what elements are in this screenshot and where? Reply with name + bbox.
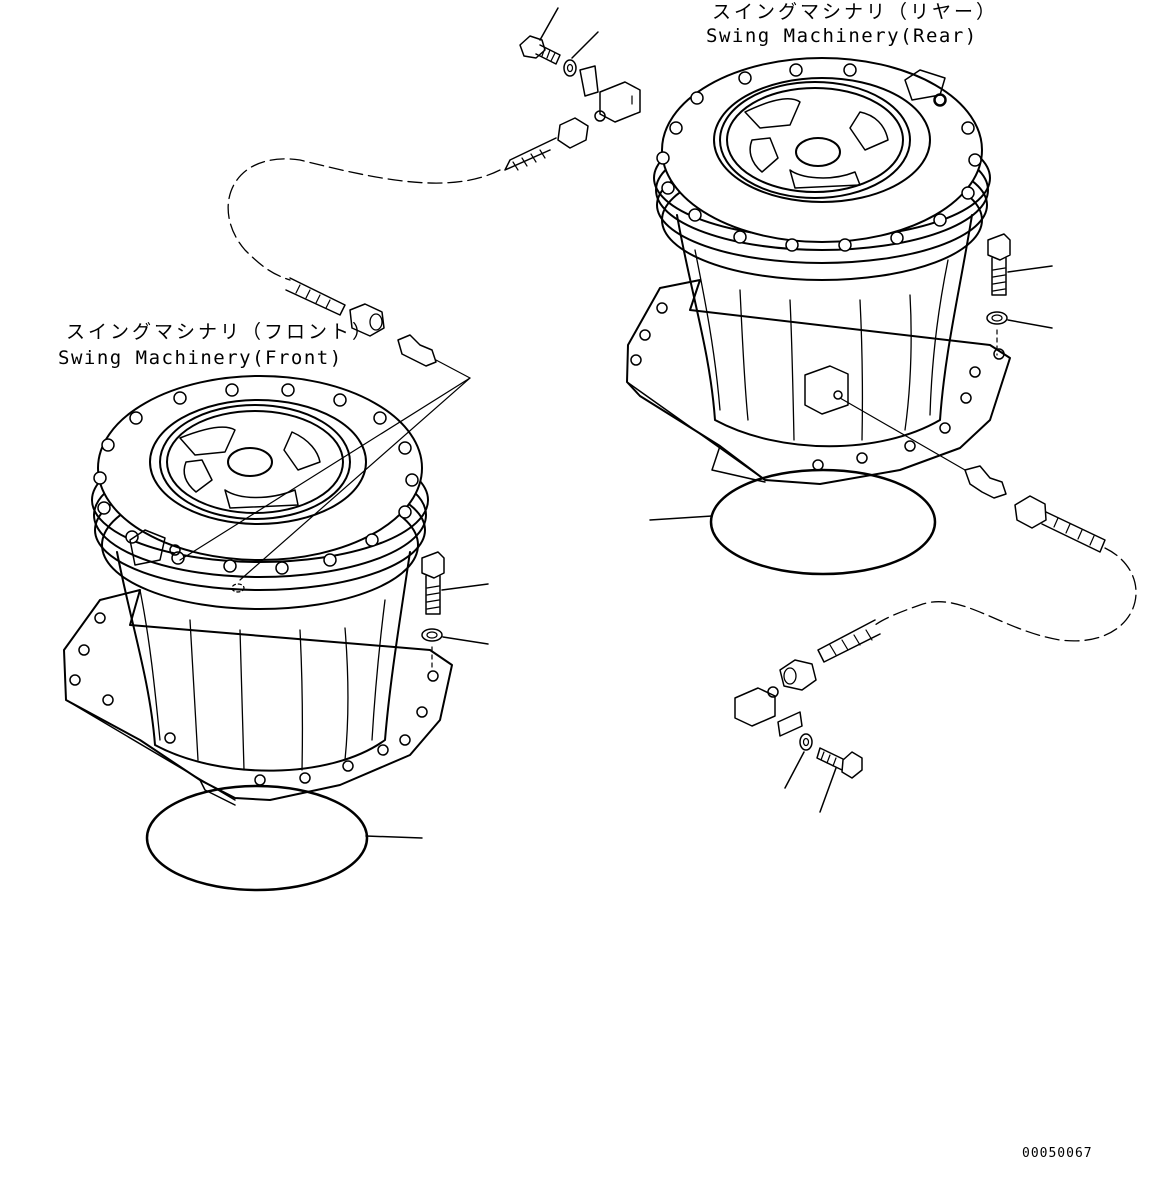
rear-top-cover [661, 57, 983, 243]
top-sensor-block [599, 81, 641, 123]
rear-base-flange [626, 279, 1011, 485]
front-body [116, 551, 411, 772]
bottom-connector [779, 659, 817, 691]
front-top-cover [97, 375, 423, 561]
bottom-sensor-block [734, 687, 776, 727]
rear-mount-bolt [986, 233, 1053, 356]
rear-sensor-block [804, 365, 849, 415]
front-label-en: Swing Machinery(Front) [58, 347, 343, 369]
rear-label-jp: スイングマシナリ（リヤー） [712, 1, 999, 23]
front-bracket [129, 529, 166, 566]
rear-label-en: Swing Machinery(Rear) [706, 25, 978, 47]
top-connector [557, 117, 589, 149]
bottom-washer [799, 733, 813, 751]
document-number: 00050067 [1022, 1146, 1093, 1161]
front-base-flange [63, 589, 453, 801]
bottom-fitting [964, 465, 1007, 499]
front-o-ring-leader [365, 835, 423, 839]
bottom-sensor-bracket [777, 711, 803, 737]
rear-cover-bolts [656, 63, 982, 252]
front-mount-bolt [421, 551, 489, 671]
top-bolt [519, 35, 546, 59]
rear-flange-holes [630, 302, 1005, 471]
top-fitting [397, 334, 437, 367]
rear-body [676, 214, 973, 448]
top-hose-nut [349, 303, 385, 337]
bottom-hose-nut [1014, 495, 1047, 529]
front-label-jp: スイングマシナリ（フロント） [66, 321, 375, 343]
top-sensor-bracket [579, 65, 599, 97]
rear-swing-machinery [626, 57, 1011, 576]
top-hose [227, 158, 501, 281]
bottom-hose [874, 547, 1137, 642]
front-flange-holes [69, 612, 439, 786]
bottom-sensor-assembly [734, 397, 1137, 813]
front-swing-machinery [63, 375, 453, 892]
top-sensor-assembly [179, 7, 641, 581]
rear-bracket [904, 69, 946, 101]
front-cover-bolts [93, 383, 419, 575]
rear-o-ring-leader [649, 515, 713, 521]
rear-o-ring [709, 468, 937, 576]
top-washer [563, 59, 577, 77]
front-o-ring [145, 784, 369, 892]
